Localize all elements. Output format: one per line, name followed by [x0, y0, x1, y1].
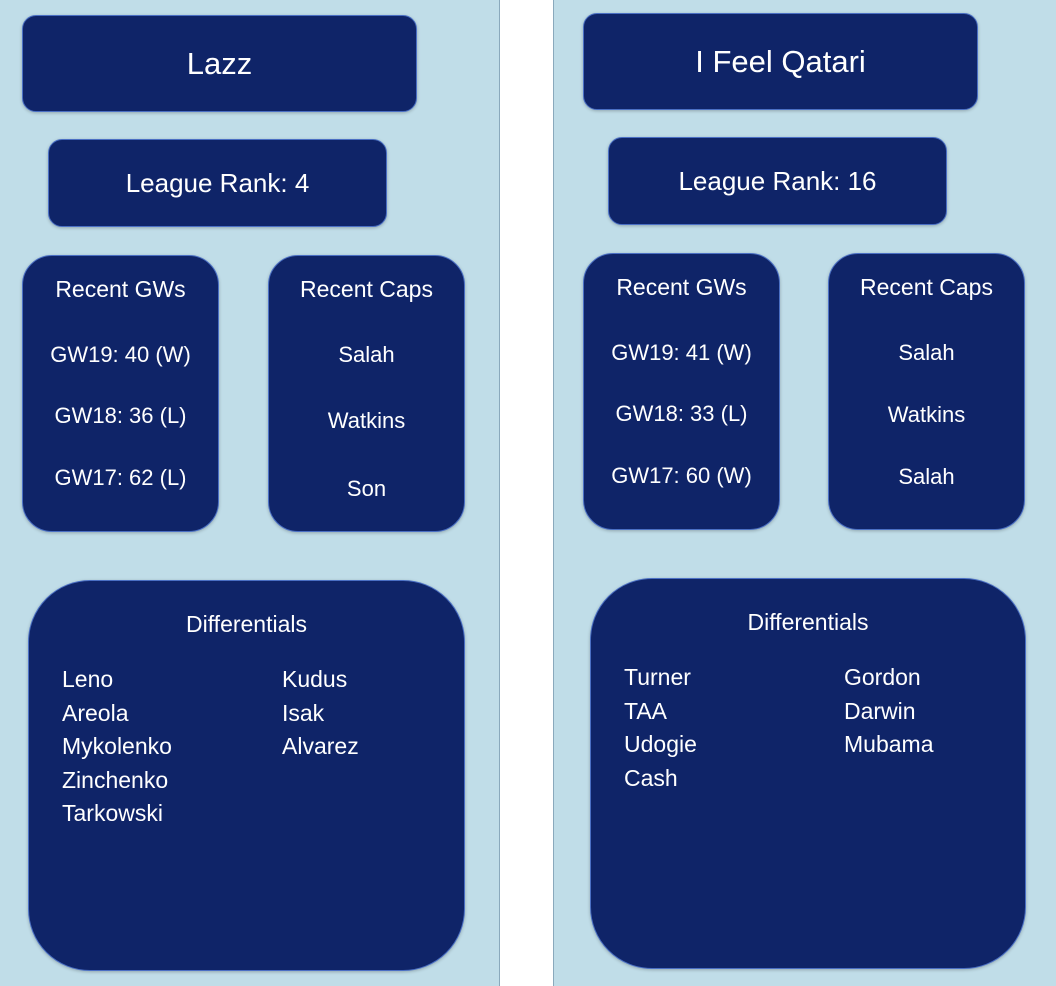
recent-cap-item: Watkins [327, 408, 406, 433]
recent-gw-item: GW19: 41 (W) [611, 340, 752, 365]
recent-caps-box: Recent Caps Salah Watkins Salah [828, 253, 1025, 530]
differentials-box: Differentials Turner TAA Udogie Cash Gor… [590, 578, 1026, 969]
team-name: I Feel Qatari [695, 43, 866, 79]
league-rank-box: League Rank: 4 [48, 139, 387, 227]
recent-cap-item: Salah [898, 464, 955, 489]
differential-player: Mykolenko [62, 733, 172, 759]
differentials-title: Differentials [747, 609, 869, 635]
differentials-column-1: Turner TAA Udogie Cash [624, 661, 697, 795]
league-rank: League Rank: 4 [125, 167, 310, 198]
differential-player: Zinchenko [62, 766, 169, 793]
recent-caps-title: Recent Caps [860, 274, 993, 300]
recent-gws-box: Recent GWs GW19: 41 (W) GW18: 33 (L) GW1… [583, 253, 780, 530]
recent-cap-item: Son [346, 476, 387, 501]
differentials-column-2: Gordon Darwin Mubama [844, 661, 933, 762]
differential-player: Gordon [844, 664, 921, 690]
team-panel-i-feel-qatari: I Feel Qatari League Rank: 16 Recent GWs… [553, 0, 1056, 986]
differential-player: Tarkowski [62, 800, 163, 826]
league-rank: League Rank: 16 [678, 165, 877, 196]
differential-player: Isak [282, 699, 325, 726]
recent-caps-title: Recent Caps [300, 276, 433, 302]
differential-player: Kudus [282, 666, 348, 692]
differential-player: Darwin [844, 697, 916, 724]
differential-player: Udogie [624, 731, 697, 757]
differential-player: Areola [62, 699, 129, 726]
recent-gw-item: GW18: 33 (L) [615, 401, 748, 426]
team-name-box: I Feel Qatari [583, 13, 978, 110]
differential-player: TAA [624, 697, 668, 724]
recent-gw-item: GW17: 60 (W) [611, 463, 752, 488]
recent-cap-item: Salah [338, 342, 395, 367]
recent-gws-box: Recent GWs GW19: 40 (W) GW18: 36 (L) GW1… [22, 255, 219, 532]
recent-gw-item: GW17: 62 (L) [54, 465, 187, 490]
recent-gw-item: GW18: 36 (L) [54, 403, 187, 428]
league-rank-box: League Rank: 16 [608, 137, 947, 225]
recent-gws-title: Recent GWs [616, 274, 747, 300]
differentials-title: Differentials [185, 611, 308, 637]
differentials-column-2: Kudus Isak Alvarez [282, 663, 359, 764]
team-name-box: Lazz [22, 15, 417, 112]
differential-player: Turner [624, 664, 691, 690]
team-panel-lazz: Lazz League Rank: 4 Recent GWs GW19: 40 … [0, 0, 500, 986]
differential-player: Alvarez [282, 733, 359, 759]
recent-gws-title: Recent GWs [55, 276, 186, 302]
differential-player: Cash [624, 764, 678, 791]
recent-cap-item: Watkins [887, 402, 966, 427]
team-name: Lazz [186, 45, 253, 81]
differential-player: Leno [62, 666, 114, 692]
recent-caps-box: Recent Caps Salah Watkins Son [268, 255, 465, 532]
differentials-box: Differentials Leno Areola Mykolenko Zinc… [28, 580, 465, 971]
recent-cap-item: Salah [898, 340, 955, 365]
differential-player: Mubama [844, 731, 934, 757]
recent-gw-item: GW19: 40 (W) [50, 342, 191, 367]
differentials-column-1: Leno Areola Mykolenko Zinchenko Tarkowsk… [62, 663, 172, 831]
